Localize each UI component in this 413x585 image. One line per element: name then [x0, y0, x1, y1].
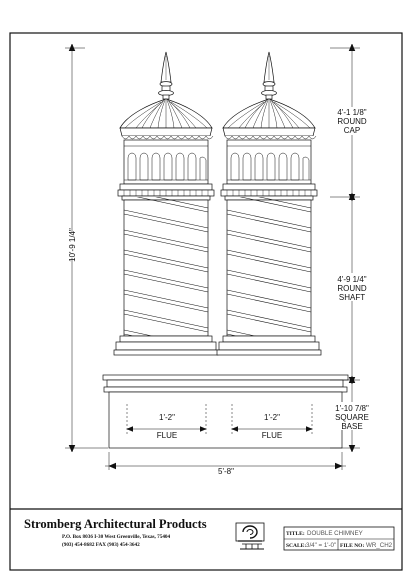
cap-height-dim: 4'-1 1/8": [337, 108, 366, 117]
company-logo: [235, 522, 265, 550]
cap-label-cap: CAP: [344, 126, 360, 135]
dimension-labels: 10'-9 1/4" 4'-1 1/8" ROUND CAP 4'-9 1/4"…: [60, 107, 374, 476]
company-phone: (903) 454-8682 FAX (903) 454-3642: [62, 541, 140, 548]
square-base: [102, 374, 349, 449]
title-label: TITLE:: [286, 531, 305, 537]
flue-markers: [126, 404, 313, 436]
scale-value: 3/4" = 1'-0": [306, 542, 336, 549]
shaft-height-dim: 4'-9 1/4": [337, 275, 366, 284]
right-chimney: [217, 52, 321, 355]
cap-label-round: ROUND: [337, 117, 367, 126]
file-label: FILE NO:: [340, 543, 364, 549]
company-address: P.O. Box 8036 I-30 West Greenville, Texa…: [62, 534, 171, 540]
sheet-border: [9, 32, 403, 571]
base-height-dim: 1'-10 7/8": [335, 404, 369, 413]
shaft-label-round: ROUND: [337, 284, 367, 293]
title-value: DOUBLE CHIMNEY: [307, 530, 363, 537]
flue-right-dim: 1'-2": [264, 413, 280, 422]
file-value: WR_CH2: [366, 542, 393, 549]
flue-left-dim: 1'-2": [159, 413, 175, 422]
scale-label: SCALE:: [286, 543, 306, 549]
left-chimney: [114, 52, 218, 355]
flue-right-label: FLUE: [262, 431, 282, 440]
base-label-square: SQUARE: [335, 413, 369, 422]
flue-left-label: FLUE: [157, 431, 177, 440]
title-block: Stromberg Architectural Products P.O. Bo…: [10, 508, 402, 551]
overall-height-dim: 10'-9 1/4": [68, 228, 77, 262]
shaft-label-shaft: SHAFT: [339, 293, 365, 302]
base-label-base: BASE: [341, 422, 362, 431]
overall-width-dim: 5'-8": [218, 467, 234, 476]
company-name: Stromberg Architectural Products: [24, 517, 207, 531]
